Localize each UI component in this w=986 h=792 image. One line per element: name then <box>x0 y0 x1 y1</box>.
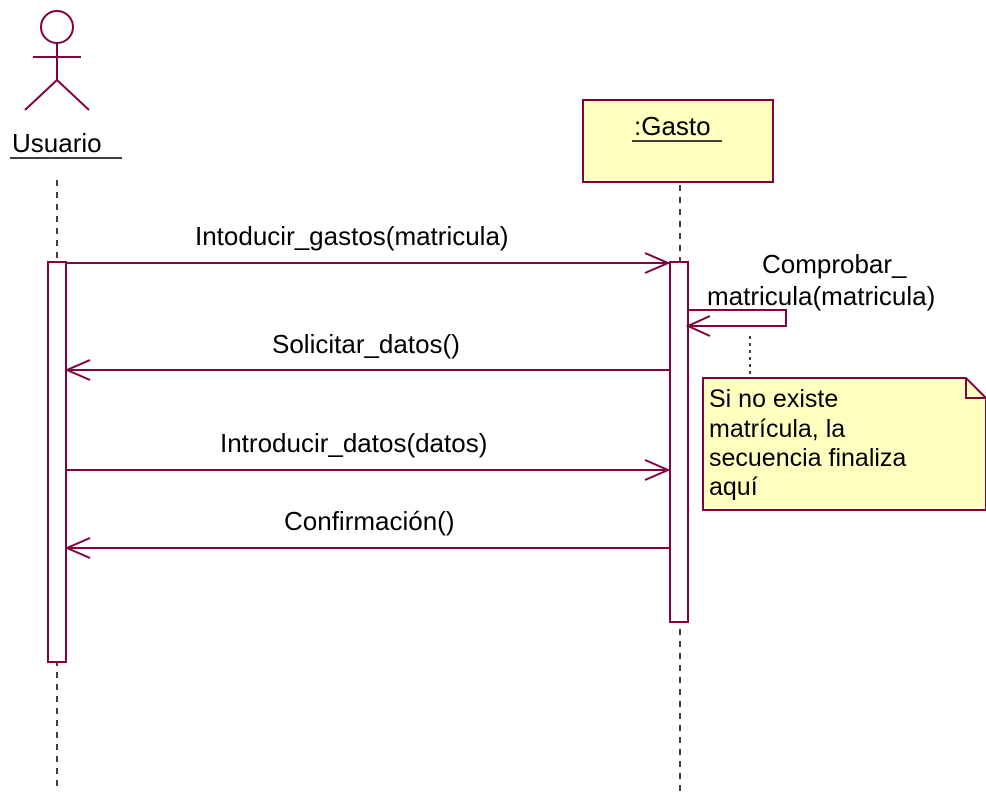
actor-label: Usuario <box>12 128 102 158</box>
note-text-line: aquí <box>709 473 758 501</box>
message-arrow[interactable] <box>64 359 670 381</box>
gasto-activation <box>669 261 689 623</box>
message-label: Confirmación() <box>284 506 455 536</box>
object-label: :Gasto <box>634 111 711 141</box>
message-arrow[interactable] <box>64 537 670 559</box>
message-label: Solicitar_datos() <box>272 329 460 359</box>
note-text-line: Si no existe <box>709 385 838 413</box>
message-arrow[interactable] <box>66 459 671 481</box>
self-message-arrow[interactable] <box>685 309 787 337</box>
message-arrow[interactable] <box>66 252 671 274</box>
self-message-label-line2: matricula(matricula) <box>707 281 935 311</box>
message-label: Introducir_datos(datos) <box>220 428 487 458</box>
actor-icon[interactable] <box>24 10 90 111</box>
message-label: Intoducir_gastos(matricula) <box>195 221 509 251</box>
self-message-label-line1: Comprobar_ <box>762 249 907 279</box>
usuario-activation <box>47 261 67 663</box>
note-text-line: matrícula, la <box>709 415 845 443</box>
note-shape[interactable] <box>702 377 986 511</box>
note-text-line: secuencia finaliza <box>709 444 906 472</box>
